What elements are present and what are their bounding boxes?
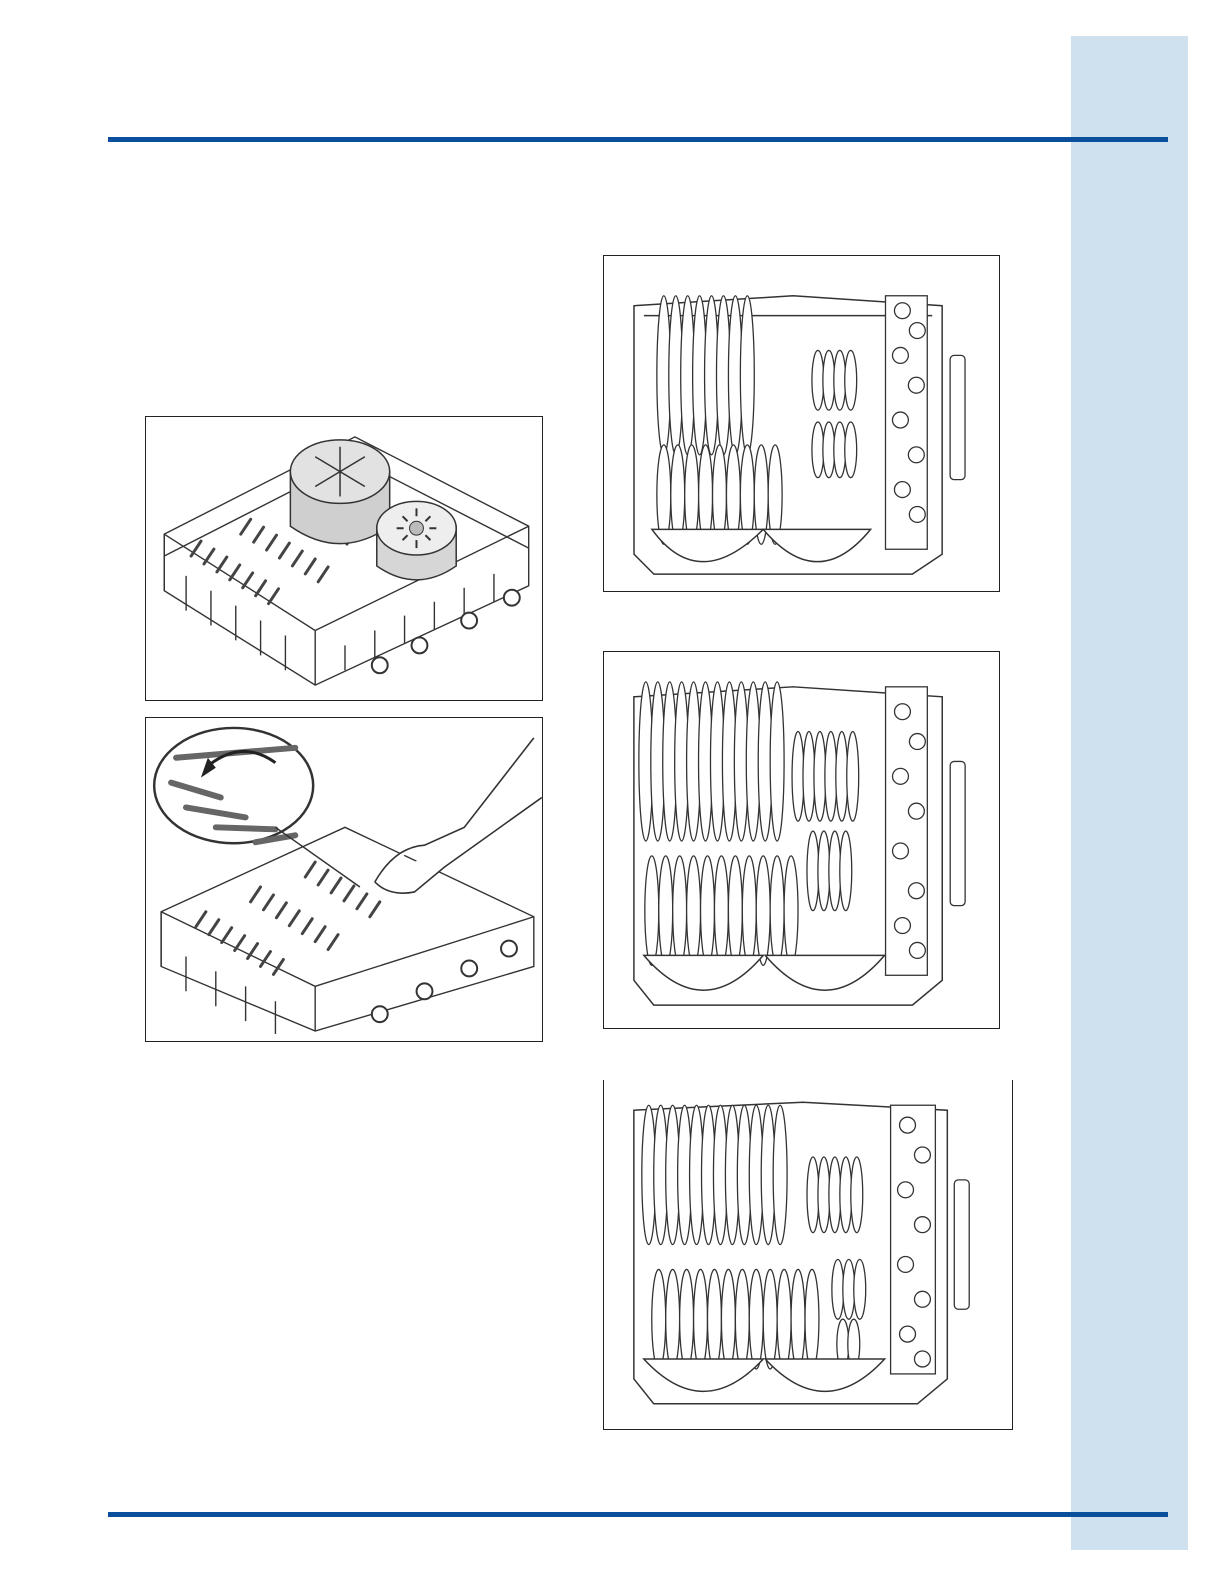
- rack-loading-top-view-icon: [604, 1080, 1012, 1429]
- lower-rack-pots-icon: [146, 417, 542, 700]
- fold-tines-hand-icon: [146, 718, 542, 1041]
- header-rule: [108, 137, 1168, 142]
- figure-loading-pattern-2: [603, 651, 1000, 1029]
- side-tab: [1071, 36, 1188, 1550]
- rack-loading-top-view-icon: [604, 256, 999, 591]
- figure-fold-down-tines: [145, 717, 543, 1042]
- figure-pots-lower-rack: [145, 416, 543, 701]
- figure-loading-pattern-3: [603, 1080, 1013, 1430]
- rack-loading-top-view-icon: [604, 652, 999, 1028]
- figure-loading-pattern-1: [603, 255, 1000, 592]
- footer-rule: [108, 1512, 1168, 1517]
